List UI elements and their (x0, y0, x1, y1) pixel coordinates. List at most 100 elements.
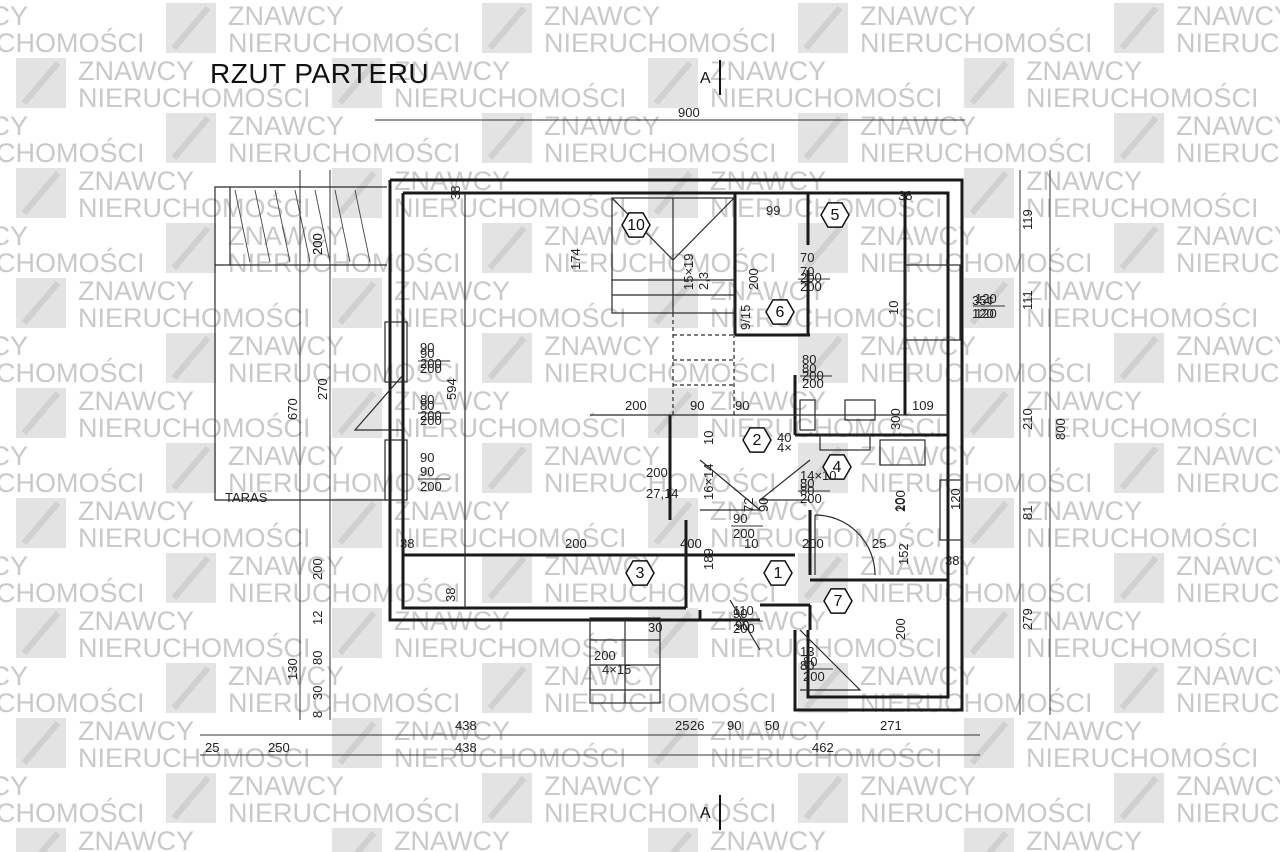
opening-height: 200 (800, 279, 822, 294)
dimension-label: 200 (420, 356, 442, 371)
watermark-text-2: NIERUCHOMOŚCI (228, 466, 461, 498)
dimension-top-total: 900 (678, 105, 700, 120)
dimension-label: 25 (872, 536, 886, 551)
terrace-label: TARAS (225, 490, 268, 505)
watermark-text-2: NIERUCHOMOŚCI (544, 576, 777, 608)
watermark-text-1: ZNAWCY (394, 826, 510, 852)
opening-height: 200 (733, 526, 755, 541)
dimension-label: 300 (888, 408, 903, 430)
dimension-label: 72 (741, 498, 756, 512)
dimension-label: 270 (315, 378, 330, 400)
watermark-text-1: ZNAWCY (860, 111, 976, 141)
dimension-label: 10 (701, 431, 716, 445)
dimension-label: 16×14 (701, 463, 716, 500)
watermark-text-2: NIERUCHOMOŚCI (78, 521, 311, 553)
dimension-label: 80 (800, 658, 814, 673)
watermark-text-1: ZNAWCY (228, 661, 344, 691)
watermark-text-2: NIERUCHOMOŚCI (860, 686, 1093, 718)
dimension-label: 90 (420, 450, 434, 465)
opening-width: 90 (733, 606, 747, 621)
watermark-text-2: NIERUCHOMOŚCI (1026, 191, 1259, 223)
dimension-label: 90 (735, 398, 749, 413)
room-number: 1 (774, 565, 783, 582)
dimension-label: 594 (444, 378, 459, 400)
watermark-text-1: ZNAWCY (228, 771, 344, 801)
doors-windows (353, 264, 963, 691)
watermark-text-2: NIERUCHOMOŚCI (1176, 686, 1280, 718)
dimension-label: 38 (400, 536, 414, 551)
watermark-text-2: NIERUCHOMOŚCI (860, 246, 1093, 278)
dimension-label: 90 (735, 618, 749, 633)
watermark-text-1: ZNAWCY (860, 221, 976, 251)
section-marker-bottom: A (700, 805, 711, 822)
dimension-label: 200 (420, 408, 442, 423)
dimension-label: 189 (701, 548, 716, 570)
exterior-walls (388, 178, 964, 712)
watermark-text-2: NIERUCHOMOŚCI (1026, 631, 1259, 663)
room-marker-3 (625, 560, 655, 586)
opening-width: 90 (420, 346, 434, 361)
watermark-text-1: ZNAWCY (1176, 221, 1280, 251)
dimension-label: 80 (420, 392, 434, 407)
watermark-text-1: ZNAWCY (1176, 551, 1280, 581)
watermark-text-2: NIERUCHOMOŚCI (228, 686, 461, 718)
watermark-text-1: ZNAWCY (1026, 56, 1142, 86)
dimension-label: 8 (310, 711, 325, 718)
watermark-text-1: ZNAWCY (544, 1, 660, 31)
watermark-text-2: NIERUCHOMOŚCI (394, 301, 627, 333)
dimension-label: 40 (777, 430, 791, 445)
watermark-text-1: ZNAWCY (1176, 1, 1280, 31)
dimension-label: 120 (948, 488, 963, 510)
watermark-text-1: ZNAWCY (1026, 606, 1142, 636)
watermark-text-1: ZNAWCY (394, 386, 510, 416)
watermark-text-2: NIERUCHOMOŚCI (78, 411, 311, 443)
watermark-text-1: ZNAWCY (78, 716, 194, 746)
room-number: 7 (834, 593, 843, 610)
room-marker-2 (742, 427, 772, 453)
dimension-label: 38 (945, 553, 959, 568)
watermark-text-2: NIERUCHOMOŚCI (544, 26, 777, 58)
watermark-text-1: ZNAWCY (1176, 771, 1280, 801)
watermark-text-2: NIERUCHOMOŚCI (1176, 356, 1280, 388)
watermark-text-1: ZNAWCY (394, 716, 510, 746)
dimension-label: 174 (568, 248, 583, 270)
dimension-label: 111 (1020, 290, 1035, 310)
watermark-text-2: NIERUCHOMOŚCI (1176, 26, 1280, 58)
dimension-label: 271 (880, 718, 902, 733)
watermark-text-1: ZNAWCY (394, 496, 510, 526)
watermark-text-1: ZNAWCY (228, 441, 344, 471)
watermark-text-1: ZNAWCY (1026, 386, 1142, 416)
opening-height: 120 (975, 306, 997, 321)
opening-height: 200 (420, 413, 442, 428)
dimension-label: 438 (455, 740, 477, 755)
dimension-label: 10 (892, 498, 907, 512)
